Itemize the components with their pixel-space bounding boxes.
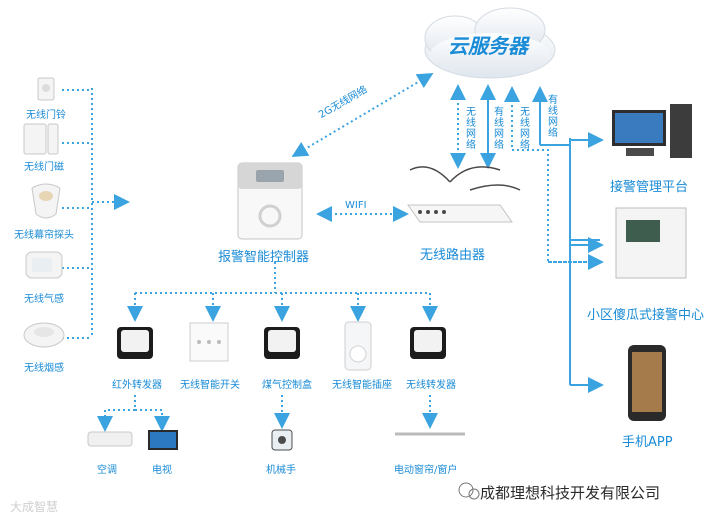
controller-label: 报警智能控制器 <box>218 250 310 265</box>
link-wifi-label: WIFI <box>345 200 367 211</box>
alarm-controller-icon <box>237 162 303 240</box>
device-label: 煤气控制盒 <box>262 380 312 391</box>
terminal-label: 接警管理平台 <box>610 180 689 195</box>
device-bus-lines <box>127 262 438 322</box>
wechat-icon <box>458 482 480 500</box>
cloud-icon <box>424 7 556 79</box>
wireless-transponder-icon <box>410 327 446 359</box>
cloud-wireless-net-label: 无线网络 <box>520 107 530 151</box>
company-name: 成都理想科技开发有限公司 <box>480 484 661 502</box>
smart-switch-icon <box>189 322 229 362</box>
appliance-label: 机械手 <box>266 465 296 476</box>
gas-control-box-icon <box>264 327 300 359</box>
watermark: 大成智慧 <box>10 500 59 514</box>
smartphone-icon <box>628 345 666 421</box>
terminal-label: 手机APP <box>622 435 673 450</box>
device-label: 红外转发器 <box>112 380 162 391</box>
device-label: 无线转发器 <box>406 380 456 391</box>
appliance-label: 电动窗帘/窗户 <box>394 465 458 476</box>
sensor-label: 无线门铃 <box>26 110 66 121</box>
router-label: 无线路由器 <box>420 248 486 263</box>
tv-icon <box>148 430 178 450</box>
cloud-terminal-lines <box>504 86 604 393</box>
cloud-wired-net-label: 有线网络 <box>548 95 558 139</box>
cloud-server-label: 云服务器 <box>448 34 528 58</box>
router-wired-net-label: 有线网络 <box>494 107 504 151</box>
alarm-center-panel-icon <box>615 207 687 279</box>
sensor-label: 无线幕帘探头 <box>14 230 74 241</box>
terminal-label: 小区傻瓜式接警中心 <box>587 308 705 323</box>
appliance-label: 电视 <box>152 465 172 476</box>
smart-socket-icon <box>344 321 372 371</box>
appliance-lines <box>97 395 438 432</box>
air-conditioner-icon <box>87 431 133 447</box>
router-icon <box>407 166 521 223</box>
desktop-computer-icon <box>612 104 692 158</box>
device-label: 无线智能插座 <box>332 380 392 391</box>
sensor-label: 无线烟感 <box>24 363 64 374</box>
sensor-label: 无线门磁 <box>24 162 64 173</box>
doorbell-icon <box>37 77 55 101</box>
link-2g <box>291 72 434 158</box>
gas-sensor-icon <box>25 251 63 279</box>
curtain-detector-icon <box>31 183 61 219</box>
device-label: 无线智能开关 <box>180 380 240 391</box>
infrared-transponder-icon <box>117 327 153 359</box>
sensor-bus-lines <box>62 88 130 339</box>
door-sensor-icon <box>23 123 59 155</box>
sensor-label: 无线气感 <box>24 294 64 305</box>
manipulator-icon <box>271 429 293 451</box>
smoke-sensor-icon <box>23 322 65 348</box>
appliance-label: 空调 <box>97 465 117 476</box>
router-wireless-net-label: 无线网络 <box>466 107 476 151</box>
